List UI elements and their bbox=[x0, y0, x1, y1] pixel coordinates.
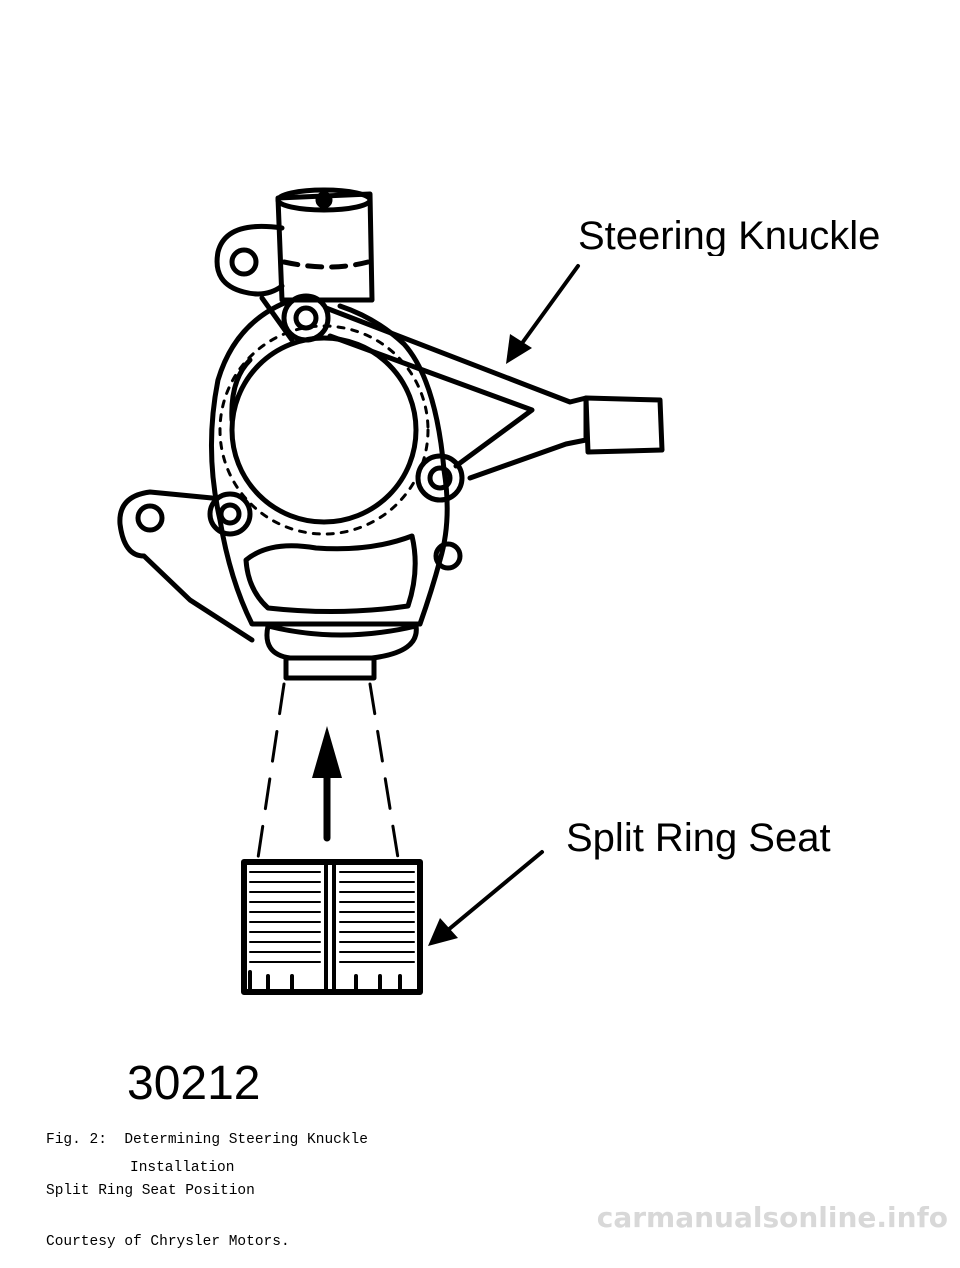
alignment-guides bbox=[256, 682, 400, 860]
split-ring-seat-label: Split Ring Seat bbox=[566, 816, 831, 860]
split-ring-seat-graphic bbox=[241, 859, 423, 995]
steering-knuckle-label: Steering Knuckle bbox=[578, 216, 881, 256]
section-heading: Installation bbox=[130, 1160, 235, 1176]
lower-left-ear bbox=[117, 489, 255, 643]
right-bolt-hole bbox=[427, 465, 453, 491]
figure-caption: Fig. 2: Determining Steering Knuckle Spl… bbox=[46, 1098, 368, 1268]
steering-knuckle-illustration bbox=[117, 187, 665, 995]
caption-line-2: Split Ring Seat Position bbox=[46, 1183, 255, 1199]
watermark: carmanualsonline.info bbox=[596, 1201, 948, 1234]
steering-knuckle-callout-arrow bbox=[506, 264, 580, 364]
caption-line-3: Courtesy of Chrysler Motors. bbox=[46, 1234, 290, 1250]
upper-bolt-boss bbox=[281, 293, 331, 343]
upper-bolt-hole bbox=[293, 305, 319, 331]
steering-arm bbox=[323, 305, 665, 481]
lower-right-boss bbox=[433, 541, 463, 571]
caption-line-1: Fig. 2: Determining Steering Knuckle bbox=[46, 1132, 368, 1148]
bottom-neck bbox=[264, 623, 419, 681]
installation-arrow bbox=[312, 726, 342, 842]
lower-opening bbox=[243, 533, 418, 615]
figure-number: 30212 bbox=[127, 1057, 261, 1110]
top-boss bbox=[275, 187, 375, 303]
right-bolt-boss bbox=[415, 453, 465, 503]
split-ring-seat-callout-arrow bbox=[428, 850, 544, 946]
